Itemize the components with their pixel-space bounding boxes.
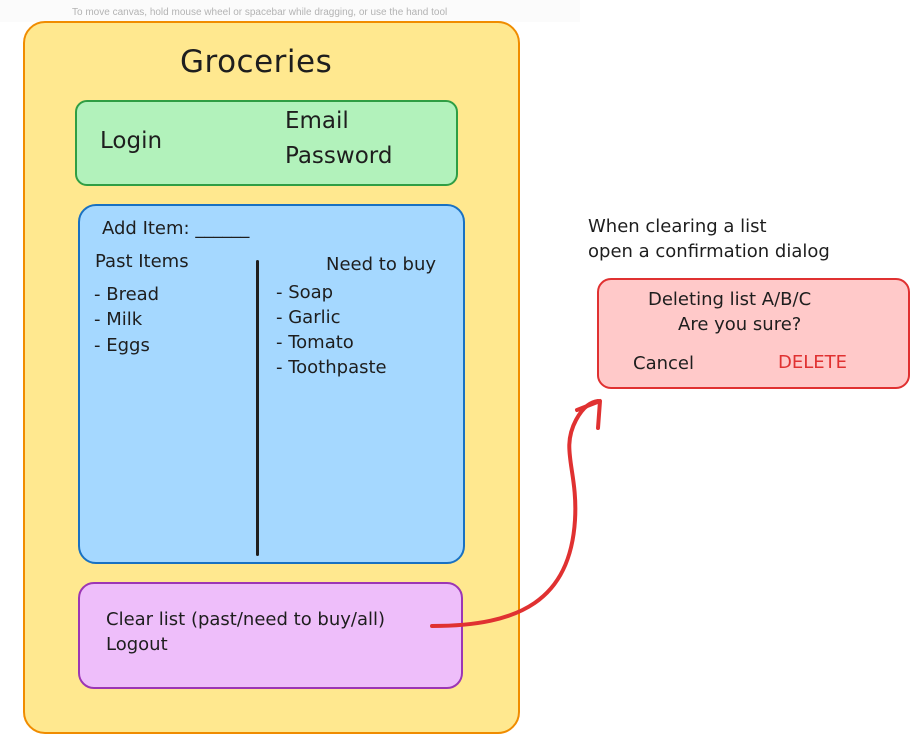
arrow-head — [575, 399, 602, 430]
column-divider — [256, 260, 259, 556]
add-item-input[interactable]: Add Item: ______ — [102, 218, 250, 239]
logout-button[interactable]: Logout — [106, 634, 168, 655]
clear-list-button[interactable]: Clear list (past/need to buy/all) — [106, 609, 386, 630]
past-items-heading: Past Items — [95, 251, 189, 272]
need-item[interactable]: - Tomato — [276, 332, 354, 353]
password-field[interactable]: Password — [285, 143, 393, 169]
delete-button[interactable]: DELETE — [778, 352, 848, 373]
list-panel — [78, 204, 465, 564]
need-item[interactable]: - Garlic — [276, 307, 341, 328]
arrow-shaft — [430, 399, 600, 628]
need-item[interactable]: - Toothpaste — [276, 357, 387, 378]
need-to-buy-heading: Need to buy — [326, 254, 437, 275]
confirm-dialog — [597, 278, 910, 389]
app-title: Groceries — [180, 44, 333, 80]
past-item[interactable]: - Bread — [94, 284, 160, 305]
past-item[interactable]: - Eggs — [94, 335, 150, 356]
canvas-hint: To move canvas, hold mouse wheel or spac… — [0, 0, 580, 22]
need-item[interactable]: - Soap — [276, 282, 334, 303]
login-label[interactable]: Login — [100, 128, 163, 154]
login-box — [75, 100, 458, 186]
annotation-line-1: When clearing a list — [588, 216, 767, 237]
email-field[interactable]: Email — [285, 108, 349, 134]
cancel-button[interactable]: Cancel — [633, 353, 694, 374]
dialog-message: Deleting list A/B/C — [648, 289, 812, 310]
annotation-line-2: open a confirmation dialog — [588, 241, 830, 262]
actions-panel — [78, 582, 463, 689]
past-item[interactable]: - Milk — [94, 309, 143, 330]
dialog-question: Are you sure? — [678, 314, 802, 335]
